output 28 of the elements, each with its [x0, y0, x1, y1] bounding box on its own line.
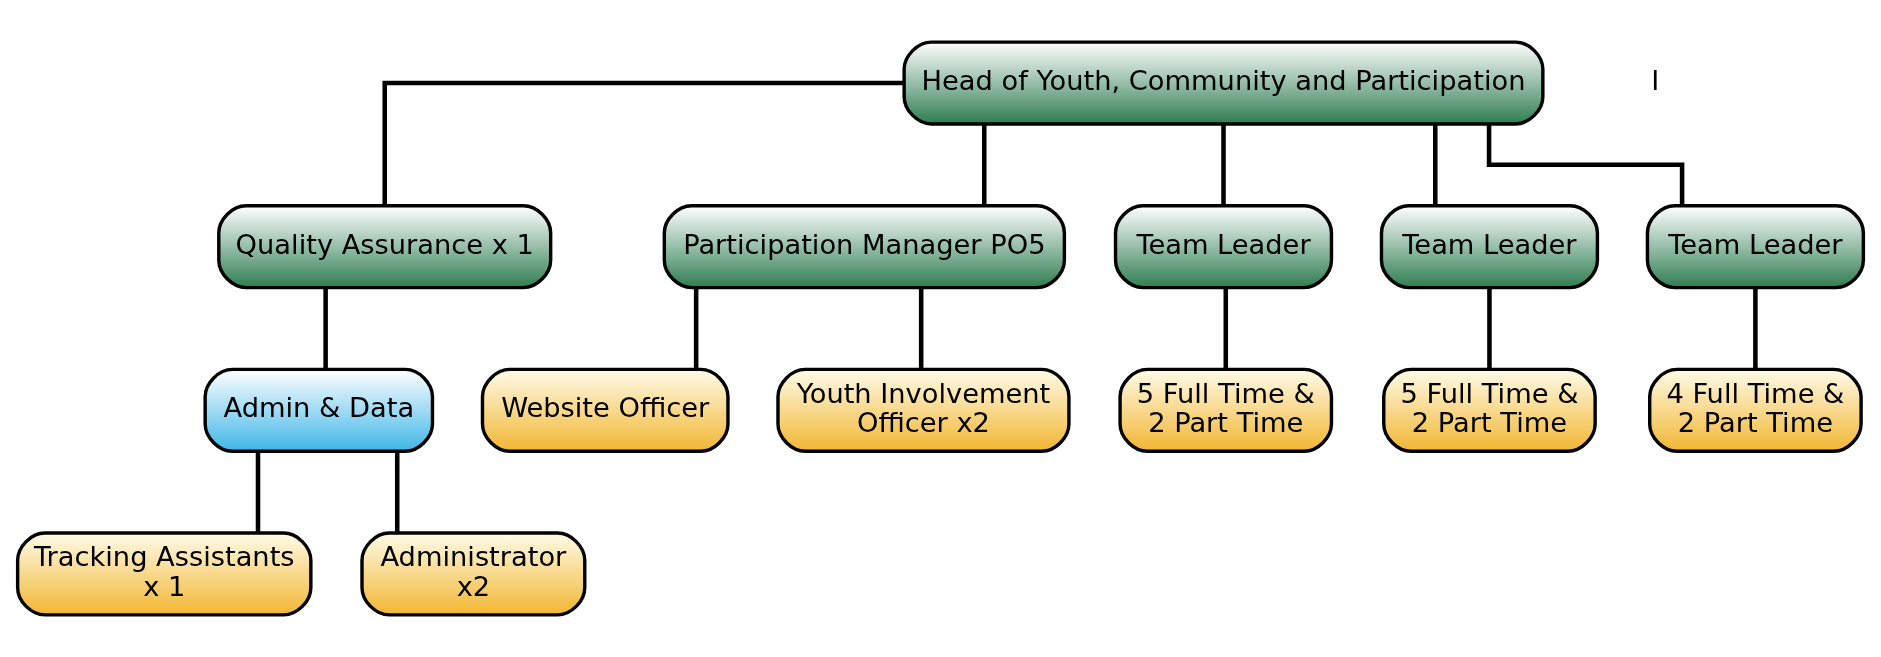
connector — [1753, 287, 1758, 369]
node-box: Administrator x2 — [360, 531, 587, 617]
connector — [982, 124, 987, 205]
connector — [1487, 287, 1492, 369]
node-box: Quality Assurance x 1 — [217, 204, 553, 290]
connector — [323, 287, 328, 369]
node-box: 5 Full Time & 2 Part Time — [1382, 367, 1597, 453]
node-box: Youth Involvement Officer x2 — [776, 367, 1071, 453]
node-box: Tracking Assistants x 1 — [15, 531, 313, 617]
connector — [693, 287, 699, 369]
node-box: 4 Full Time & 2 Part Time — [1648, 367, 1863, 453]
connector — [255, 451, 261, 533]
label: I — [1651, 65, 1660, 97]
node-box: Team Leader — [1113, 204, 1334, 290]
node-box: Team Leader — [1379, 204, 1600, 290]
connector — [1433, 124, 1438, 205]
connector — [1221, 124, 1226, 205]
connector — [394, 451, 400, 533]
node-box: Participation Manager PO5 — [662, 204, 1067, 290]
node-box: 5 Full Time & 2 Part Time — [1118, 367, 1334, 453]
connector — [1223, 287, 1229, 369]
node-box: Team Leader — [1645, 204, 1866, 290]
connector — [382, 80, 904, 206]
node-box: Admin & Data — [203, 367, 435, 453]
node-box: Website Officer — [480, 367, 730, 453]
connector — [1486, 124, 1685, 205]
node-box: Head of Youth, Community and Participation — [902, 40, 1545, 126]
connector — [918, 287, 924, 369]
